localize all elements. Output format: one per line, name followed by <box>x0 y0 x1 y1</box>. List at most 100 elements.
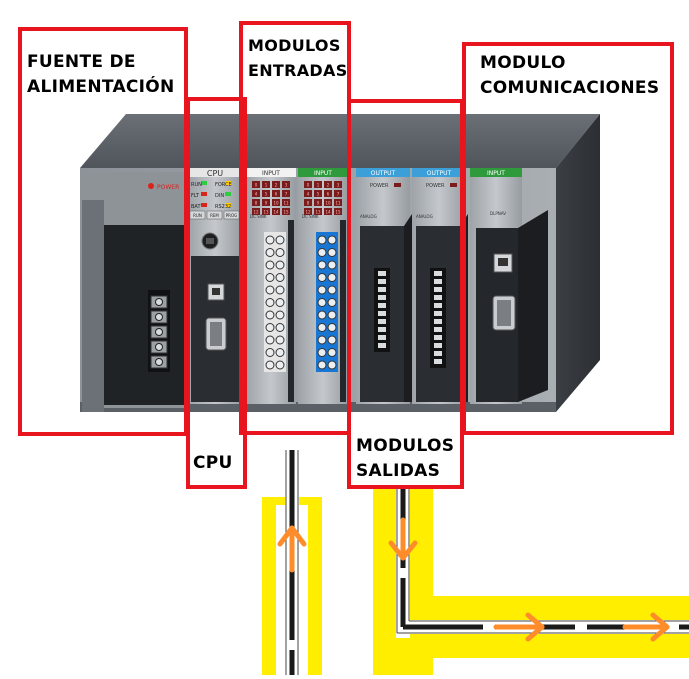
comm-module-label-line2: COMUNICACIONES <box>480 78 660 98</box>
ps-terminal-screw <box>155 313 163 321</box>
input-led-number: 2 <box>327 183 330 188</box>
input-led <box>272 190 280 197</box>
input-led-number: 15 <box>283 210 289 215</box>
terminal-screw <box>327 273 337 282</box>
input-led-number: 6 <box>327 192 330 197</box>
input-led-number: 12 <box>305 210 311 215</box>
comm-module-highlight-box <box>462 42 674 435</box>
input-led-number: 14 <box>273 210 279 215</box>
terminal-screw <box>265 285 275 295</box>
terminal-screw <box>327 298 337 307</box>
input-led-number: 8 <box>307 201 310 206</box>
terminal-screw <box>275 335 285 345</box>
terminal-screw <box>265 323 275 332</box>
input-led-number: 3 <box>285 183 288 188</box>
terminal-screw <box>275 260 285 270</box>
power-supply-module: POWER <box>82 172 184 412</box>
input-modules-highlight-box <box>239 21 351 435</box>
output-modules-label-line1: MODULOS <box>356 436 455 456</box>
terminal-screw <box>265 248 275 257</box>
input-led-number: 10 <box>325 201 331 206</box>
input-led-number: 1 <box>265 183 268 188</box>
terminal-screw <box>275 323 285 332</box>
output-terminal <box>378 279 386 284</box>
arrow-down-icon <box>388 517 418 561</box>
output-power-label: POWER <box>426 183 445 189</box>
input-modules-label-line2: ENTRADAS <box>248 61 348 80</box>
terminal-screw <box>275 298 285 307</box>
terminal-screw <box>317 360 327 370</box>
input-led <box>252 181 260 188</box>
output-modules-label: MODULOS SALIDAS <box>356 434 454 484</box>
cpu-status-led <box>225 203 231 207</box>
input-led <box>252 190 260 197</box>
cpu-label-text: CPU <box>193 453 233 473</box>
cpu-mode-button[interactable] <box>189 210 206 220</box>
cpu-status-led <box>201 192 207 196</box>
input-modules-label-line1: MODULOS <box>248 36 341 55</box>
ps-terminal-screw <box>155 358 163 366</box>
terminal-screw <box>275 235 285 245</box>
input-led-number: 5 <box>265 192 268 197</box>
terminal-screw <box>317 273 327 282</box>
terminal-screw <box>327 285 337 295</box>
cpu-label: CPU <box>193 451 233 476</box>
input-led <box>334 208 342 215</box>
input-led <box>314 181 322 188</box>
arrow-right-icon <box>622 612 670 642</box>
input-led <box>262 190 270 197</box>
input-led <box>334 181 342 188</box>
terminal-screw <box>275 285 285 295</box>
input-led <box>252 199 260 206</box>
input-led <box>272 199 280 206</box>
terminal-screw <box>317 298 327 307</box>
input-led <box>282 181 290 188</box>
input-module-footer: DC SINK <box>302 214 319 219</box>
input-module-header: INPUT <box>262 170 280 177</box>
input-led <box>304 208 312 215</box>
input-led <box>282 208 290 215</box>
terminal-screw <box>327 235 337 245</box>
input-led <box>304 181 312 188</box>
power-supply-label: FUENTE DE ALIMENTACIÓN <box>27 50 175 100</box>
cpu-led-label: RS232 <box>215 204 231 210</box>
terminal-screw <box>275 248 285 257</box>
input-led <box>324 181 332 188</box>
cpu-highlight-box <box>186 97 247 489</box>
comm-module-label-line1: MODULO <box>480 53 566 73</box>
cpu-led-label: DIN <box>215 193 224 199</box>
input-led <box>304 199 312 206</box>
input-led-number: 11 <box>335 201 341 206</box>
output-module-header: OUTPUT <box>427 170 452 177</box>
input-led-number: 9 <box>317 201 320 206</box>
output-terminal <box>378 303 386 308</box>
output-module-footer: ANALOG <box>360 214 377 219</box>
cpu-mode-button-label: PROG <box>226 213 237 218</box>
terminal-screw <box>265 310 275 320</box>
ps-terminal-screw <box>155 328 163 336</box>
ps-terminal-screw <box>155 298 163 306</box>
comm-module-label: MODULO COMUNICACIONES <box>480 51 659 101</box>
output-terminal <box>434 343 442 348</box>
output-signal-path <box>373 488 689 675</box>
input-led <box>262 199 270 206</box>
input-led-number: 12 <box>253 210 259 215</box>
terminal-screw <box>317 323 327 332</box>
terminal-screw <box>275 310 285 320</box>
terminal-screw <box>265 273 275 282</box>
input-led <box>334 190 342 197</box>
terminal-screw <box>265 260 275 270</box>
cpu-mode-button-label: RUN <box>193 213 202 218</box>
input-modules-label: MODULOS ENTRADAS <box>248 33 348 83</box>
output-terminal <box>434 295 442 300</box>
input-led-number: 0 <box>255 183 258 188</box>
cpu-module-header: CPU <box>207 169 223 178</box>
output-terminal <box>434 303 442 308</box>
output-terminal <box>434 335 442 340</box>
cpu-mode-button-label: REM <box>210 213 219 218</box>
cpu-mode-button[interactable] <box>206 210 223 220</box>
